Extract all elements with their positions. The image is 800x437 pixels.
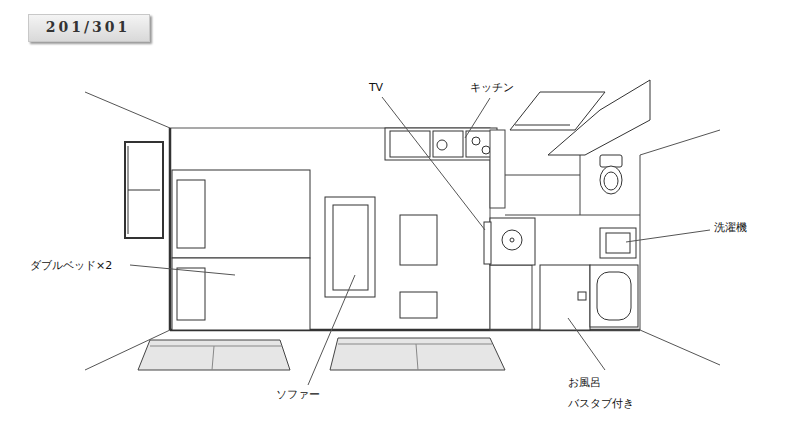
leader-lines: [130, 97, 710, 385]
washing-machine: [600, 228, 636, 258]
window: [125, 142, 163, 238]
toilet: [600, 155, 622, 194]
rug: [138, 340, 290, 370]
wall: [169, 128, 172, 330]
entrance: [510, 80, 650, 155]
callout-label: TV: [369, 78, 383, 99]
plan-title: 201/301: [46, 19, 131, 35]
callout-label: お風呂 バスタブ付き: [568, 373, 640, 415]
double-bed: [172, 170, 310, 330]
wash-basin: [490, 218, 535, 265]
callout-label: ソファー: [276, 385, 320, 406]
callout-label: キッチン: [470, 78, 514, 99]
callout-label: ダブルベッド×2: [30, 256, 112, 277]
bathroom: [540, 265, 638, 330]
table: [400, 292, 437, 318]
callout-label: 洗濯機: [714, 218, 747, 239]
table: [400, 215, 437, 265]
perspective-lines: [85, 80, 720, 370]
tv: [484, 222, 491, 264]
kitchen-counter: [385, 128, 497, 160]
sofa: [325, 197, 375, 297]
partition-walls: [490, 130, 640, 330]
rug: [330, 338, 505, 370]
